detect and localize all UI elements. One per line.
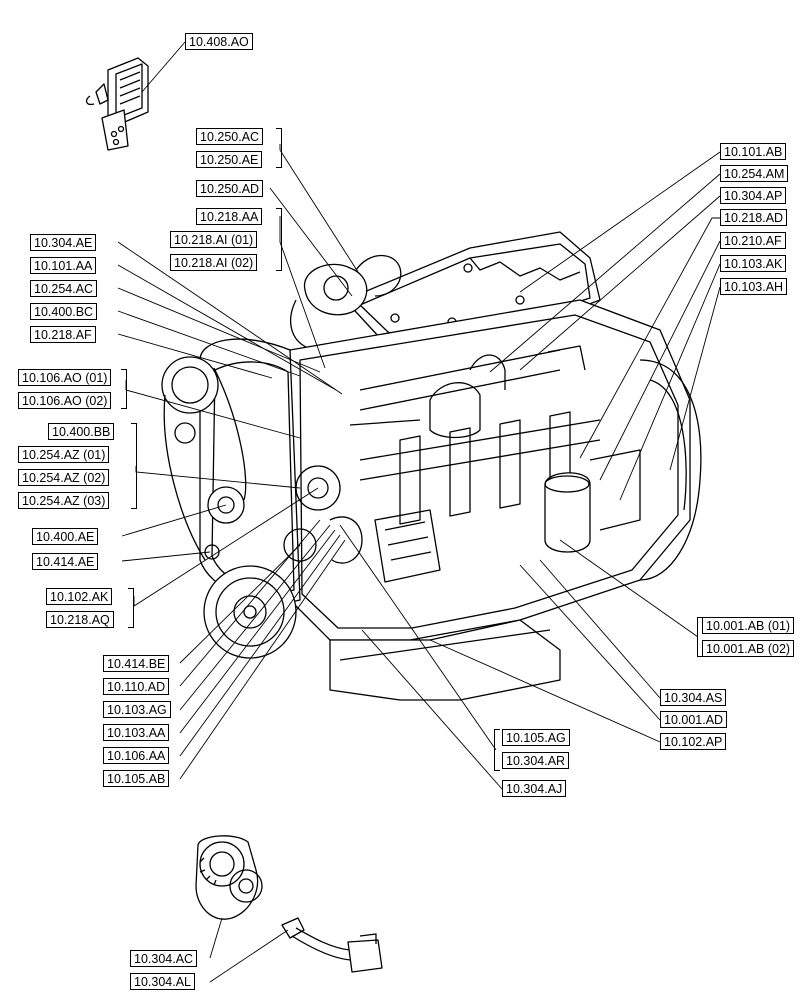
callout-label[interactable]: 10.304.AR	[502, 752, 570, 769]
callout-label[interactable]: 10.218.AF	[30, 326, 96, 343]
callout-label[interactable]: 10.304.AC	[130, 950, 198, 967]
callout-label[interactable]: 10.304.AL	[130, 973, 195, 990]
callout-label[interactable]: 10.106.AO (01)	[18, 369, 112, 386]
engine-block-drawing	[161, 231, 702, 701]
callout-bracket	[697, 617, 703, 657]
callout-label[interactable]: 10.254.AZ (02)	[18, 469, 110, 486]
callout-label[interactable]: 10.102.AK	[46, 588, 113, 605]
callout-bracket	[128, 588, 134, 628]
callout-label[interactable]: 10.250.AC	[196, 128, 264, 145]
callout-label[interactable]: 10.304.AP	[720, 187, 787, 204]
callout-label[interactable]: 10.218.AI (02)	[170, 254, 258, 271]
callout-label[interactable]: 10.106.AO (02)	[18, 392, 112, 409]
callout-label[interactable]: 10.414.AE	[32, 553, 99, 570]
callout-label[interactable]: 10.101.AB	[720, 143, 787, 160]
oil-suction-pipe-drawing	[281, 917, 383, 973]
callout-label[interactable]: 10.254.AZ (01)	[18, 446, 110, 463]
callout-label[interactable]: 10.400.BC	[30, 303, 98, 320]
callout-bracket	[131, 423, 137, 509]
callout-label[interactable]: 10.218.AQ	[46, 611, 114, 628]
callout-label[interactable]: 10.218.AI (01)	[170, 231, 258, 248]
callout-label[interactable]: 10.101.AA	[30, 257, 97, 274]
callout-label[interactable]: 10.001.AB (01)	[702, 617, 795, 634]
callout-label[interactable]: 10.254.AM	[720, 165, 789, 182]
callout-label[interactable]: 10.103.AA	[103, 724, 170, 741]
callout-label[interactable]: 10.106.AA	[103, 747, 170, 764]
callout-label[interactable]: 10.400.BB	[48, 423, 115, 440]
callout-bracket	[276, 128, 282, 168]
oil-pump-drawing	[195, 835, 263, 920]
callout-label[interactable]: 10.250.AD	[196, 180, 264, 197]
callout-bracket	[494, 729, 500, 771]
callout-label[interactable]: 10.254.AZ (03)	[18, 492, 110, 509]
callout-label[interactable]: 10.304.AJ	[502, 780, 567, 797]
callout-label[interactable]: 10.103.AK	[720, 255, 787, 272]
callout-label[interactable]: 10.254.AC	[30, 280, 98, 297]
callout-label[interactable]: 10.218.AD	[720, 209, 788, 226]
callout-bracket	[121, 369, 127, 409]
callout-label[interactable]: 10.414.BE	[103, 655, 170, 672]
oil-filter-module-drawing	[85, 57, 149, 151]
callout-label[interactable]: 10.408.AO	[185, 33, 253, 50]
callout-label[interactable]: 10.304.AS	[660, 689, 727, 706]
callout-label[interactable]: 10.218.AA	[196, 208, 263, 225]
callout-label[interactable]: 10.400.AE	[32, 528, 99, 545]
callout-label[interactable]: 10.105.AG	[502, 729, 570, 746]
callout-label[interactable]: 10.210.AF	[720, 232, 786, 249]
callout-label[interactable]: 10.103.AH	[720, 278, 788, 295]
callout-label[interactable]: 10.250.AE	[196, 151, 263, 168]
callout-label[interactable]: 10.103.AG	[103, 701, 171, 718]
callout-label[interactable]: 10.105.AB	[103, 770, 170, 787]
callout-label[interactable]: 10.102.AP	[660, 733, 727, 750]
callout-label[interactable]: 10.001.AB (02)	[702, 640, 795, 657]
callout-label[interactable]: 10.001.AD	[660, 711, 728, 728]
callout-bracket	[276, 208, 282, 271]
callout-label[interactable]: 10.304.AE	[30, 234, 97, 251]
callout-label[interactable]: 10.110.AD	[103, 678, 170, 695]
